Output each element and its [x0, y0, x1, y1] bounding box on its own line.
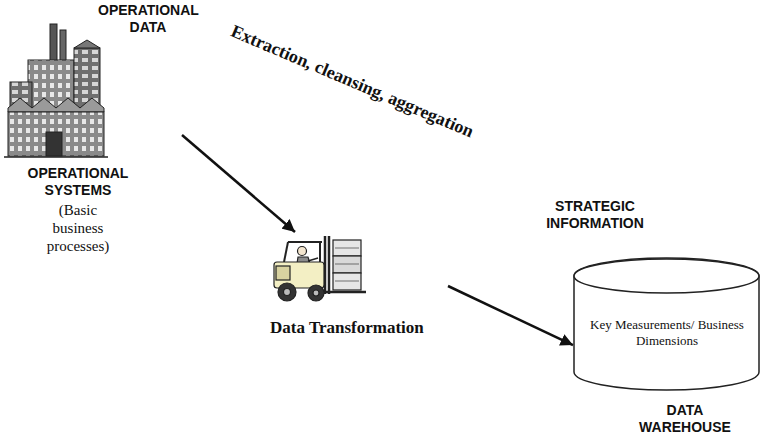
cylinder-body [574, 258, 759, 390]
process-caption: Data Transformation [270, 318, 424, 338]
system-title: OPERATIONAL SYSTEMS [3, 165, 153, 199]
factory-node: OPERATIONAL DATAOPERATIONAL SYSTEMS(Basi… [0, 0, 182, 160]
forklift-illustration [274, 236, 366, 301]
warehouse-heading: STRATEGIC INFORMATION [535, 198, 655, 232]
cylinder-top [574, 259, 759, 293]
forklift-node: Data Transformation [268, 232, 448, 304]
warehouse-content: Key Measurements/ Business Dimensions [587, 317, 747, 349]
flow-arrow [448, 286, 573, 345]
warehouse-cylinder: STRATEGIC INFORMATIONKey Measurements/ B… [573, 258, 760, 390]
factory-illustration [4, 24, 108, 157]
warehouse-title: DATA WAREHOUSE [625, 402, 745, 436]
system-note: (Basic business processes) [36, 201, 120, 255]
source-heading: OPERATIONAL DATA [98, 2, 198, 36]
flow-arrow [182, 135, 295, 232]
process-label: Extraction, cleansing, aggregation [228, 21, 477, 142]
